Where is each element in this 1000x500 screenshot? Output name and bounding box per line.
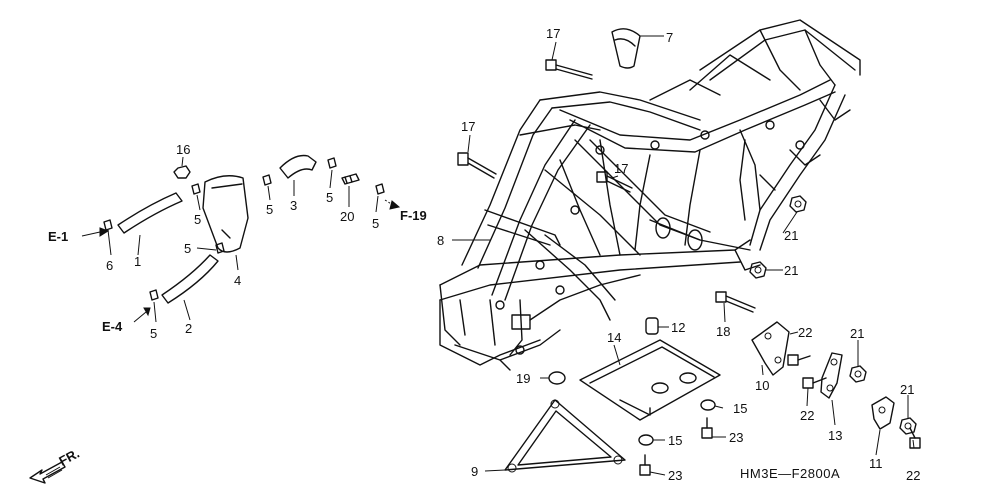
- bolt-17-top: [545, 59, 593, 80]
- callout-7: 7: [666, 30, 673, 45]
- collar-15-b: [638, 434, 654, 446]
- callout-21-b: 21: [784, 263, 798, 278]
- breather-tank-4: [202, 175, 249, 253]
- rubber-12: [645, 317, 659, 335]
- callout-17-left: 17: [461, 119, 475, 134]
- callout-11: 11: [869, 456, 883, 471]
- tube-1: [117, 192, 183, 234]
- bracket-10: [751, 321, 790, 376]
- bolt-23-a: [701, 417, 713, 439]
- clip-6: [103, 219, 113, 231]
- bolt-22-c: [909, 427, 921, 449]
- bolt-17-mid: [596, 171, 633, 193]
- diagram-code: HM3E—F2800A: [740, 466, 840, 481]
- bracket-11: [871, 396, 895, 430]
- callout-18: 18: [716, 324, 730, 339]
- callout-12: 12: [671, 320, 685, 335]
- callout-3: 3: [290, 198, 297, 213]
- leaders: [107, 35, 915, 476]
- screw-16: [173, 165, 191, 179]
- nut-21-d: [899, 417, 917, 435]
- bolt-23-b: [639, 454, 651, 476]
- front-arrow-icon: [29, 461, 66, 484]
- tube-3: [279, 154, 317, 179]
- callout-21-c: 21: [850, 326, 864, 341]
- callout-15-a: 15: [733, 401, 747, 416]
- ref-f19: F-19: [400, 208, 427, 223]
- callout-1: 1: [134, 254, 141, 269]
- callout-22-c: 22: [906, 468, 920, 483]
- clips-5: [149, 157, 385, 301]
- tube-2: [161, 254, 219, 304]
- nut-21-c: [849, 365, 867, 383]
- band-clip: [611, 28, 641, 69]
- callout-8: 8: [437, 233, 444, 248]
- grommet-19: [548, 371, 566, 385]
- front-label: FR.: [56, 446, 82, 469]
- ref-e4: E-4: [102, 319, 123, 334]
- bolt-17-left: [457, 152, 497, 179]
- collar-15-a: [700, 399, 716, 411]
- ref-arrows: [81, 199, 401, 323]
- callout-16: 16: [176, 142, 190, 157]
- callout-14: 14: [607, 330, 621, 345]
- callout-17-top: 17: [546, 26, 560, 41]
- nut-21-a: [789, 195, 807, 213]
- callout-9: 9: [471, 464, 478, 479]
- callout-5-e: 5: [184, 241, 191, 256]
- skid-plate-14: [579, 339, 721, 421]
- callout-5-c: 5: [326, 190, 333, 205]
- callout-19: 19: [516, 371, 530, 386]
- callout-21-d: 21: [900, 382, 914, 397]
- callout-5-d: 5: [372, 216, 379, 231]
- callout-20: 20: [340, 209, 354, 224]
- bolt-22-a: [787, 354, 811, 366]
- callout-5-a: 5: [194, 212, 201, 227]
- callout-23-a: 23: [729, 430, 743, 445]
- callout-15-b: 15: [668, 433, 682, 448]
- callout-6: 6: [106, 258, 113, 273]
- bolt-18: [715, 291, 756, 313]
- callout-13: 13: [828, 428, 842, 443]
- callout-22-b: 22: [800, 408, 814, 423]
- callout-21-a: 21: [784, 228, 798, 243]
- bracket-13: [820, 352, 843, 399]
- callout-10: 10: [755, 378, 769, 393]
- joint-20: [341, 173, 360, 185]
- callout-22-a: 22: [798, 325, 812, 340]
- callout-2: 2: [185, 321, 192, 336]
- nut-21-b: [749, 261, 767, 279]
- callout-23-b: 23: [668, 468, 682, 483]
- callout-5-b: 5: [266, 202, 273, 217]
- callout-17-mid: 17: [614, 161, 628, 176]
- ref-e1: E-1: [48, 229, 68, 244]
- callout-4: 4: [234, 273, 241, 288]
- guard-9: [504, 399, 626, 473]
- frame-body: [439, 19, 861, 371]
- callout-5-f: 5: [150, 326, 157, 341]
